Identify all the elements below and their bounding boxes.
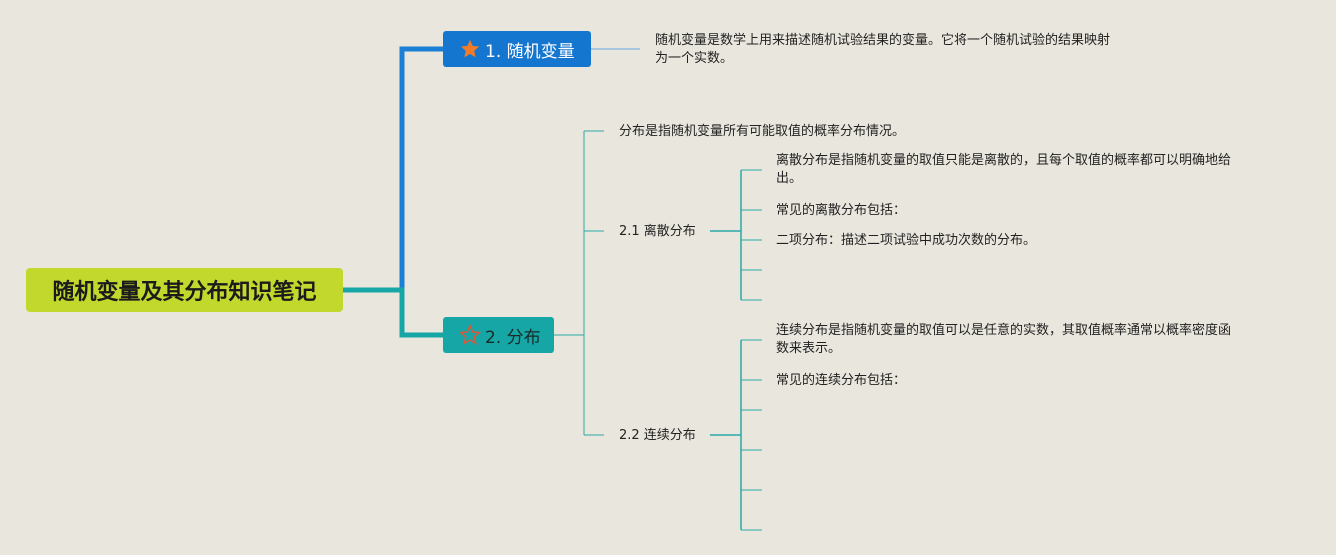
note-line: 为一个实数。 bbox=[655, 51, 734, 66]
link-branch2-trunk bbox=[554, 131, 585, 435]
branch-label: 1. 随机变量 bbox=[485, 41, 575, 62]
discrete-item[interactable]: 离散分布是指随机变量的取值只能是离散的，且每个取值的概率都可以明确地给 出。 bbox=[776, 152, 1276, 188]
branch1-note: 随机变量是数学上用来描述随机试验结果的变量。它将一个随机试验的结果映射 为一个实… bbox=[655, 32, 1165, 68]
item-line: 数来表示。 bbox=[776, 341, 842, 356]
link-continuous-items bbox=[741, 339, 762, 531]
note-line: 随机变量是数学上用来描述随机试验结果的变量。它将一个随机试验的结果映射 bbox=[655, 33, 1111, 48]
root-node[interactable]: 随机变量及其分布知识笔记 bbox=[26, 268, 343, 312]
branch-node-distribution[interactable]: 2. 分布 bbox=[443, 317, 554, 353]
distribution-intro[interactable]: 分布是指随机变量所有可能取值的概率分布情况。 bbox=[619, 124, 906, 139]
continuous-distribution-node[interactable]: 2.2 连续分布 bbox=[619, 428, 696, 443]
link-discrete-trunk bbox=[710, 170, 742, 300]
star-outline-icon bbox=[459, 324, 481, 346]
root-label: 随机变量及其分布知识笔记 bbox=[52, 280, 317, 305]
item-line: 出。 bbox=[776, 171, 803, 186]
link-root-branch1 bbox=[343, 46, 443, 293]
discrete-item[interactable]: 二项分布：描述二项试验中成功次数的分布。 bbox=[776, 232, 1276, 250]
item-line: 二项分布：描述二项试验中成功次数的分布。 bbox=[776, 233, 1037, 248]
discrete-distribution-node[interactable]: 2.1 离散分布 bbox=[619, 224, 696, 239]
item-line: 离散分布是指随机变量的取值只能是离散的，且每个取值的概率都可以明确地给 bbox=[776, 153, 1232, 168]
continuous-item[interactable]: 连续分布是指随机变量的取值可以是任意的实数，其取值概率通常以概率密度函 数来表示… bbox=[776, 322, 1276, 358]
link-continuous-trunk bbox=[710, 340, 742, 530]
branch-node-random-variable[interactable]: 1. 随机变量 bbox=[443, 31, 591, 67]
branch-label: 2. 分布 bbox=[485, 327, 541, 348]
link-discrete-items bbox=[741, 169, 762, 301]
item-line: 常见的连续分布包括： bbox=[776, 373, 907, 388]
continuous-item[interactable]: 常见的连续分布包括： bbox=[776, 372, 1276, 390]
item-line: 常见的离散分布包括： bbox=[776, 203, 907, 218]
link-root-branch2 bbox=[343, 287, 443, 338]
star-filled-icon bbox=[459, 38, 481, 60]
discrete-item[interactable]: 常见的离散分布包括： bbox=[776, 202, 1276, 220]
item-line: 连续分布是指随机变量的取值可以是任意的实数，其取值概率通常以概率密度函 bbox=[776, 323, 1232, 338]
